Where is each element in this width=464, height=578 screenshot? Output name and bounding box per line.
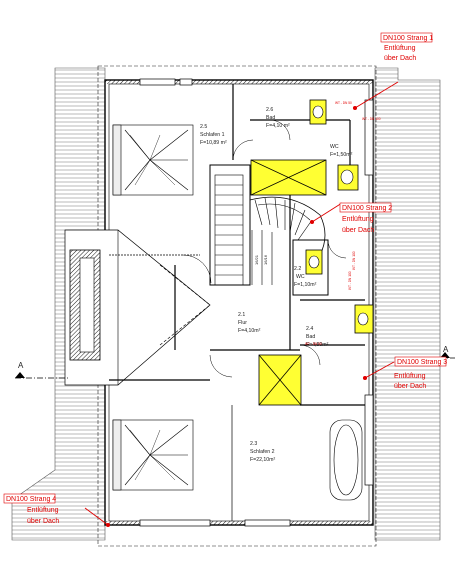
room-name: Bad xyxy=(306,334,315,340)
callout-strang-1: DN100 Strang 1 Entlüftung über Dach xyxy=(380,32,433,62)
room-number: 2.6 xyxy=(266,107,273,113)
callout-strang-4: DN100 Strang 4 Entlüftung über Dach xyxy=(3,493,59,525)
room-name: Flur xyxy=(238,320,247,326)
callout-strang-3: DN100 Strang 3 Entlüftung über Dach xyxy=(394,356,447,390)
room-label-2-5: 2.5 Schlafen 1 F=10,89 m² xyxy=(200,124,227,146)
room-area: F=4,10m² xyxy=(238,328,261,334)
room-label-2-2: 2.2 WC F=1,10m² xyxy=(294,266,317,288)
room-area: F=1,50m² xyxy=(330,152,353,158)
pipe-tags: WT - DN 50 WT - DN 100 WT - DN 100 WT - … xyxy=(305,101,381,346)
room-area: F=10,89 m² xyxy=(200,140,227,146)
bed-schlafen-1 xyxy=(112,124,194,196)
callout-title: DN100 Strang 3 xyxy=(397,359,447,366)
room-name: WC xyxy=(296,274,305,280)
callout-strang-2: DN100 Strang 2 Entlüftung über Dach xyxy=(339,202,392,234)
callout-line1: Entlüftung xyxy=(384,45,416,52)
installation-shafts xyxy=(250,99,374,406)
callout-line2: über Dach xyxy=(384,55,416,62)
callout-line1: Entlüftung xyxy=(394,373,426,380)
pipe-tag: WT - DN 50 xyxy=(305,342,322,346)
callout-title: DN100 Strang 1 xyxy=(383,35,433,42)
pipe-tag: WT - DN 50 xyxy=(335,101,352,105)
stair-label-1: 16/21 xyxy=(254,254,259,265)
room-label-2-4: 2.4 Bad F=4,50m² xyxy=(306,326,329,348)
room-name: Schlafen 2 xyxy=(250,449,275,455)
callout-line1: Entlüftung xyxy=(27,507,59,514)
room-name: WC xyxy=(330,144,339,150)
room-name: Bad xyxy=(266,115,275,121)
section-label-right: A xyxy=(443,345,449,354)
callout-line2: über Dach xyxy=(342,227,374,234)
room-number: 2.2 xyxy=(294,266,301,272)
room-area: F=22,10m² xyxy=(250,457,276,463)
room-label-2-3: 2.3 Schlafen 2 F=22,10m² xyxy=(250,441,276,463)
room-area: F=4,50m² xyxy=(306,342,329,348)
callout-line2: über Dach xyxy=(394,383,426,390)
room-number: 2.3 xyxy=(250,441,257,447)
room-area: F=1,10m² xyxy=(294,282,317,288)
room-label-2-1: 2.1 Flur F=4,10m² xyxy=(238,312,261,334)
callout-title: DN100 Strang 4 xyxy=(6,496,56,503)
sanitary-fixtures xyxy=(308,105,369,501)
staircase xyxy=(214,174,326,286)
stair-label-2: 16/16 xyxy=(263,254,268,265)
pipe-tag: WT - DN 100 xyxy=(348,271,352,290)
room-label-wc: WC F=1,50m² xyxy=(330,144,353,158)
pipe-tag: WT - DN 100 xyxy=(352,251,356,270)
roof-right xyxy=(374,67,441,541)
section-label-left: A xyxy=(18,361,24,370)
room-name: Schlafen 1 xyxy=(200,132,225,138)
door-swings xyxy=(182,119,347,378)
callout-line1: Entlüftung xyxy=(342,216,374,223)
room-label-2-6: 2.6 Bad F=4,10 m² xyxy=(266,107,290,129)
callout-title: DN100 Strang 2 xyxy=(342,205,392,212)
dormer xyxy=(64,229,211,386)
room-number: 2.5 xyxy=(200,124,207,130)
room-number: 2.4 xyxy=(306,326,313,332)
room-number: 2.1 xyxy=(238,312,245,318)
section-marker-left: A xyxy=(15,361,70,379)
callout-line2: über Dach xyxy=(27,518,59,525)
callout-arrows xyxy=(84,81,399,528)
room-area: F=4,10 m² xyxy=(266,123,290,129)
roof-left xyxy=(11,67,106,541)
pipe-tag: WT - DN 100 xyxy=(362,117,381,121)
windows xyxy=(139,78,374,527)
bed-schlafen-2 xyxy=(112,419,194,491)
